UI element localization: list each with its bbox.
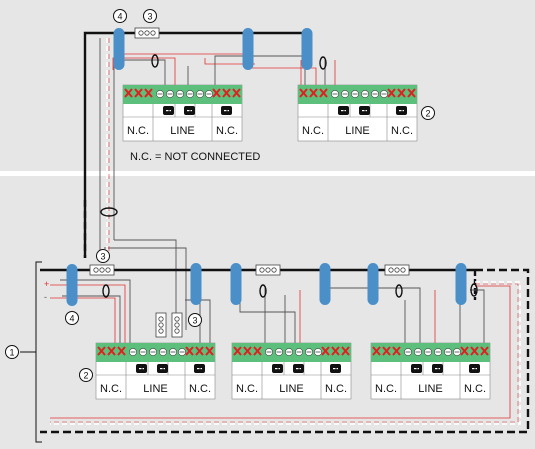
splice-connector — [255, 264, 281, 276]
svg-text:1: 1 — [9, 348, 14, 358]
svg-text:2: 2 — [425, 109, 430, 119]
wire-plus-mark: + — [44, 279, 49, 289]
plus-label: + — [166, 107, 171, 117]
svg-text:3: 3 — [192, 316, 197, 326]
nc-label-left: N.C. — [127, 125, 149, 137]
callout-2-bottom: 2 — [79, 368, 93, 382]
ferrite-core — [242, 28, 254, 70]
plus-label: + — [197, 365, 202, 375]
callout-1: 1 — [5, 345, 19, 359]
svg-text:2: 2 — [83, 371, 88, 381]
plus-label: + — [275, 365, 280, 375]
ferrite-core — [230, 263, 242, 305]
line-label: LINE — [143, 383, 167, 395]
plus-label: + — [187, 107, 192, 117]
callout-4-top: 4 — [113, 9, 127, 23]
svg-text:4: 4 — [69, 314, 74, 324]
nc-label-right: N.C. — [216, 125, 238, 137]
ferrite-core — [113, 28, 125, 70]
splice-connector — [89, 264, 115, 276]
nc-label-right: N.C. — [391, 125, 413, 137]
callout-2-top: 2 — [421, 106, 435, 120]
plus-label: + — [362, 107, 367, 117]
plus-label: + — [472, 365, 477, 375]
terminal-panel-top-left: + + + N.C. LINE N.C. — [122, 84, 243, 142]
svg-text:4: 4 — [117, 12, 122, 22]
ferrite-core — [455, 263, 467, 305]
callout-3-bottom: 3 — [96, 249, 110, 263]
line-label: LINE — [418, 383, 442, 395]
nc-label-right: N.C. — [464, 383, 486, 395]
splice-connector — [155, 312, 167, 338]
nc-label-left: N.C. — [236, 383, 258, 395]
nc-label-right: N.C. — [189, 383, 211, 395]
nc-label-left: N.C. — [100, 383, 122, 395]
terminal-panel-bottom-3: + + + N.C. LINE N.C. — [370, 342, 491, 400]
terminal-panel-bottom-1: + + + N.C. LINE N.C. — [95, 342, 216, 400]
splice-connector — [384, 264, 410, 276]
ferrite-core — [319, 263, 331, 305]
ferrite-core — [190, 263, 202, 305]
ferrite-core — [66, 264, 78, 306]
plus-label: + — [414, 365, 419, 375]
plus-label: + — [435, 365, 440, 375]
terminal-panel-top-right: + + + N.C. LINE N.C. — [297, 84, 418, 142]
svg-text:3: 3 — [100, 252, 105, 262]
ferrite-core — [367, 263, 379, 305]
wire-minus-mark: - — [44, 292, 47, 302]
nc-label-left: N.C. — [375, 383, 397, 395]
splice-connector — [134, 27, 160, 39]
plus-label: + — [139, 365, 144, 375]
callout-3-splice: 3 — [188, 313, 202, 327]
svg-text:3: 3 — [147, 12, 152, 22]
nc-label-left: N.C. — [302, 125, 324, 137]
line-label: LINE — [279, 383, 303, 395]
not-connected-note: N.C. = NOT CONNECTED — [130, 151, 260, 163]
callout-4-bottom: 4 — [65, 311, 79, 325]
plus-label: + — [160, 365, 165, 375]
splice-connector — [171, 312, 183, 338]
line-label: LINE — [170, 125, 194, 137]
line-label: LINE — [345, 125, 369, 137]
callouts: 4 3 2 3 4 3 2 1 — [5, 9, 435, 382]
terminal-panel-bottom-2: + + + N.C. LINE N.C. — [231, 342, 352, 400]
bus-top — [83, 31, 310, 258]
plus-label: + — [341, 107, 346, 117]
plus-label: + — [333, 365, 338, 375]
section-separator — [0, 171, 535, 176]
callout-3-top: 3 — [143, 9, 157, 23]
plus-label: + — [296, 365, 301, 375]
ferrite-core — [301, 28, 313, 70]
plus-label: + — [224, 107, 229, 117]
nc-label-right: N.C. — [325, 383, 347, 395]
plus-label: + — [399, 107, 404, 117]
